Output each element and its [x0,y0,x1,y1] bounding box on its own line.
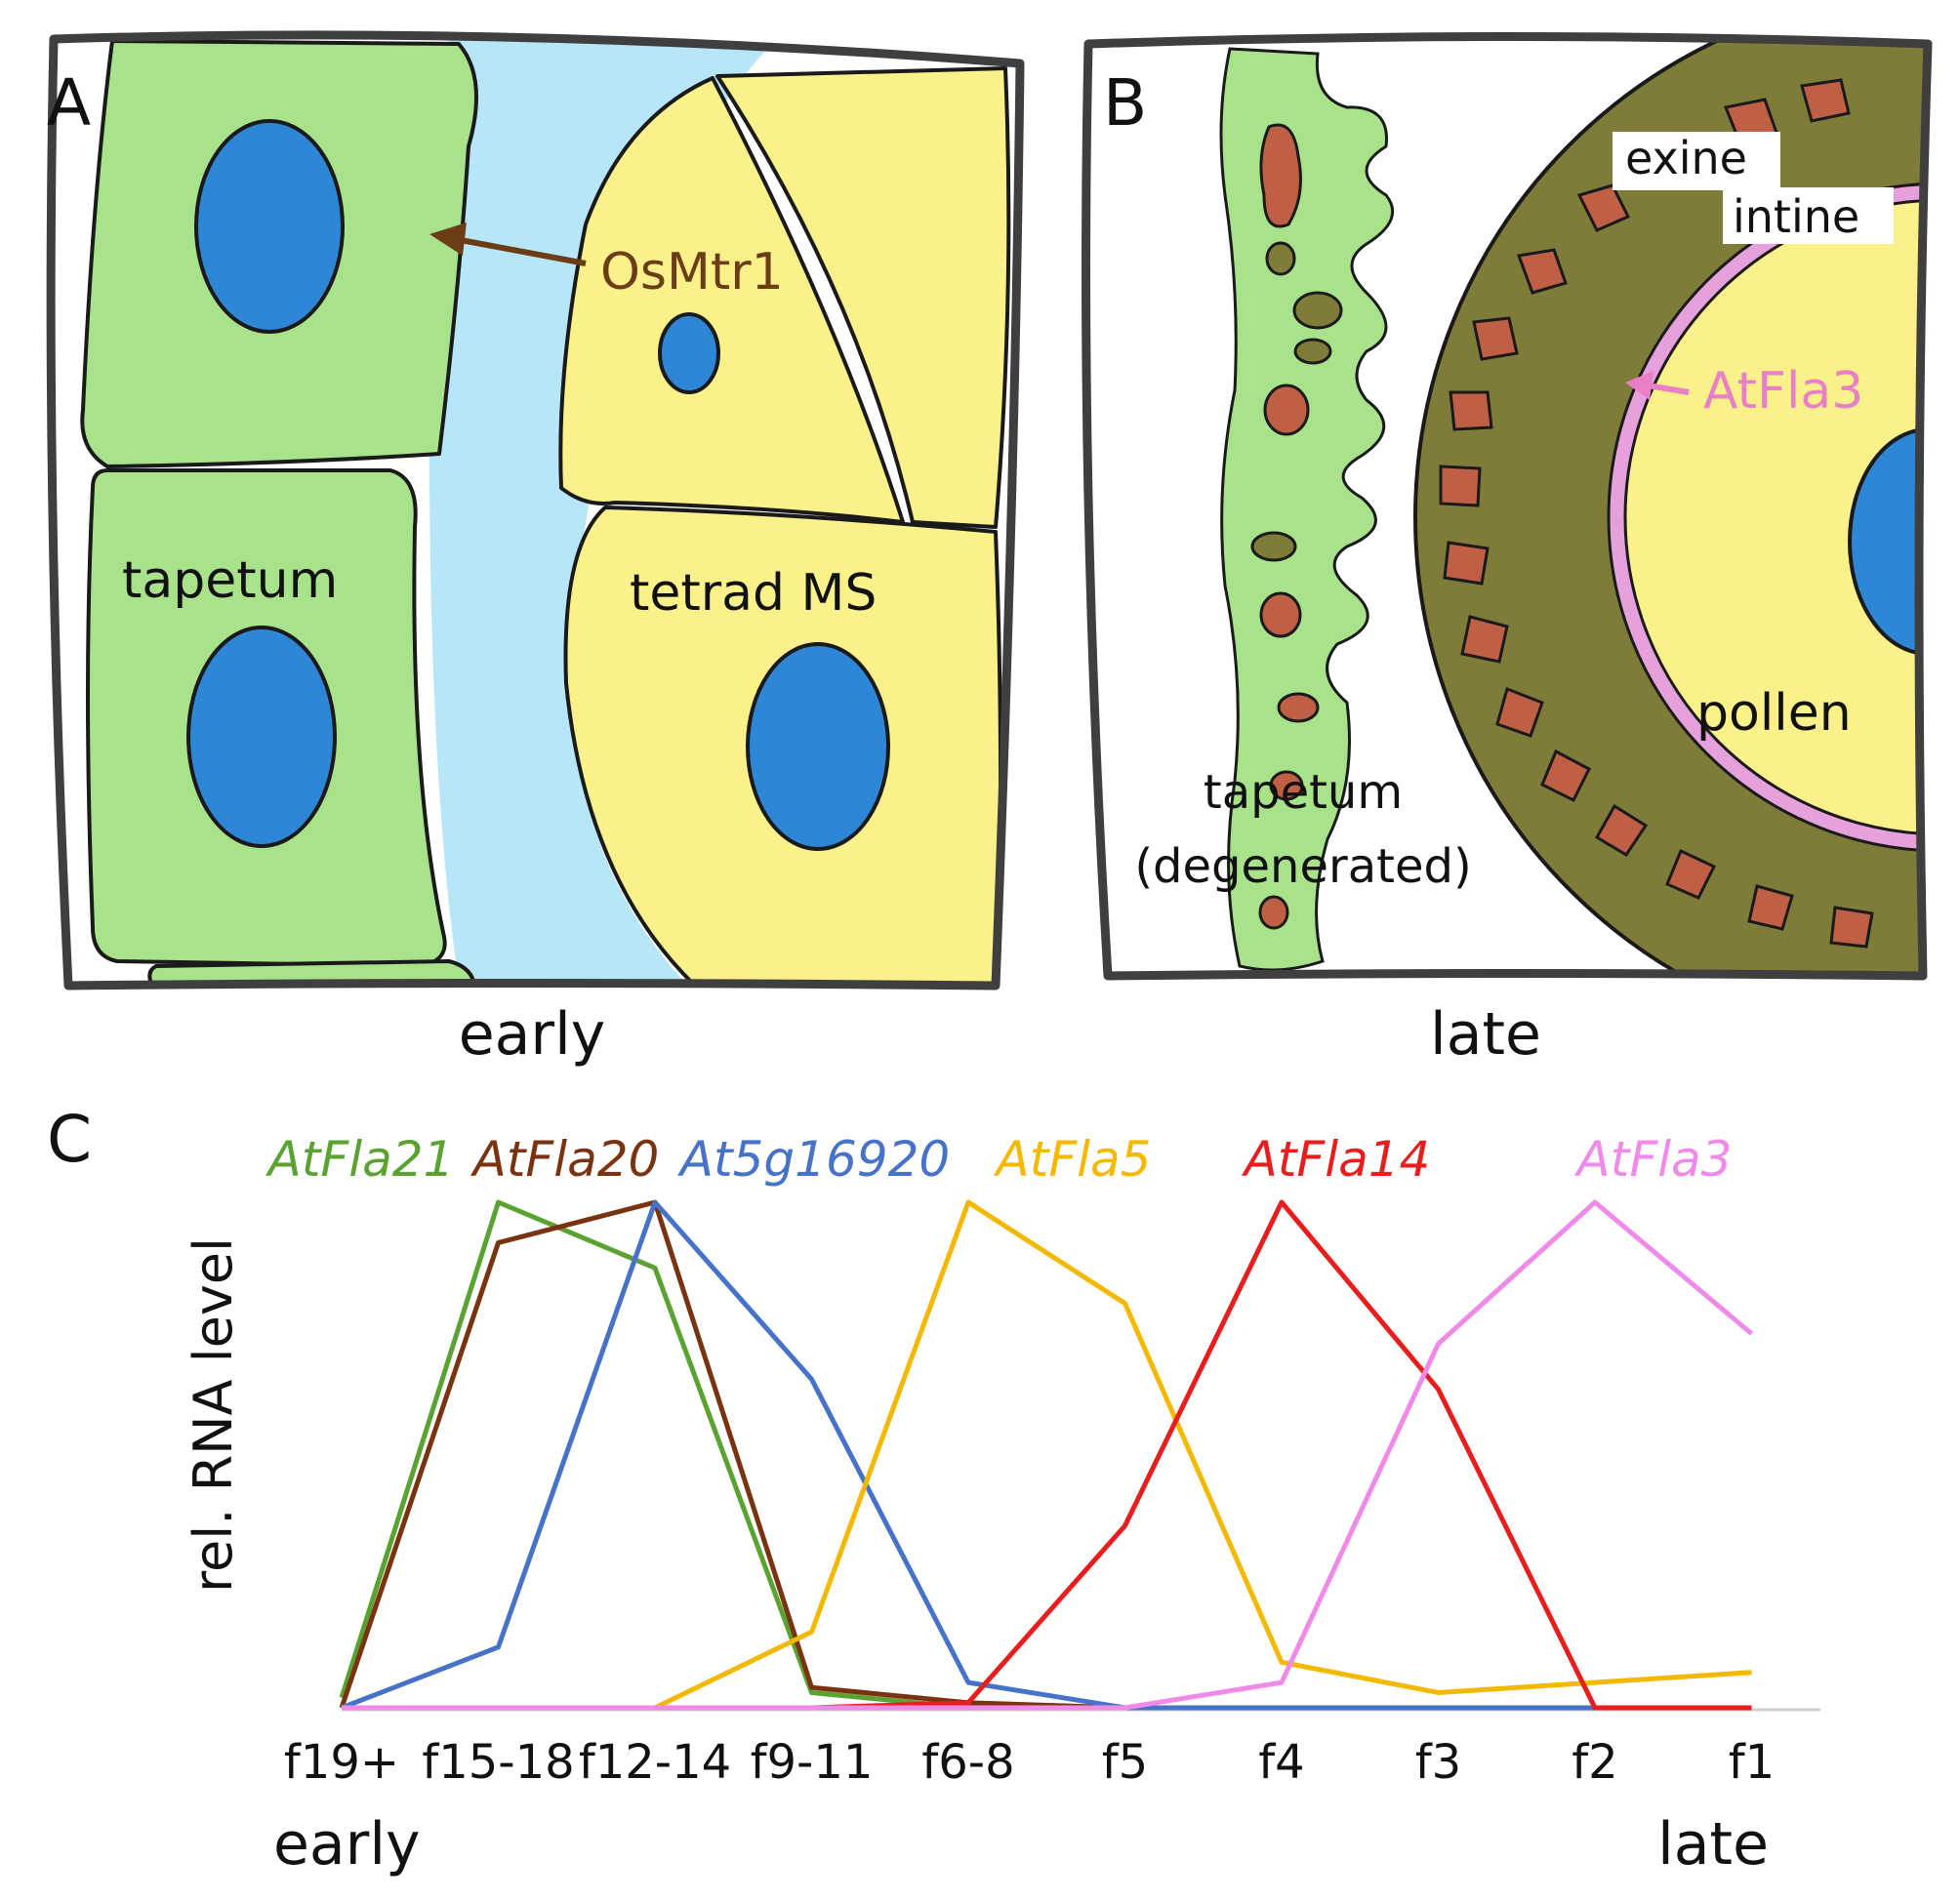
panel-a-nucleus-2 [186,626,337,848]
y-axis-label: rel. RNA level [183,1237,244,1593]
x-tick-label: f3 [1415,1735,1461,1790]
x-tick-label: f5 [1102,1735,1148,1790]
x-tick-label: f19+ [284,1735,399,1790]
panel-b-intine-label: intine [1733,190,1859,243]
panel-a-ms-label: tetrad MS [630,564,877,623]
chart-series-labels: AtFla21 AtFla20 At5g16920 AtFla5 AtFla14 AtFl… [265,1131,1733,1188]
panel-a-stage-label: early [459,1000,606,1069]
panel-b-stage-label: late [1430,1000,1541,1069]
x-tick-label: f6-8 [921,1735,1014,1790]
panel-b-tapetum-vesicles [1250,241,1343,562]
panel-a-marker-arrow [429,222,587,266]
series-label-atfla21: AtFla21 [265,1131,455,1188]
panel-b: B exine intine AtFla3 pollen tapetum (de… [1082,32,1933,1069]
panel-a-nucleus-3 [658,312,720,394]
chart-series-lines [339,1199,1754,1711]
series-label-atfla5: AtFla5 [994,1131,1152,1188]
panel-b-letter: B [1103,65,1147,141]
panel-a-locule [429,39,771,984]
panel-a-microspore-top-right [715,66,1011,529]
series-line-atfla5 [342,1199,1752,1711]
panel-a-frame [46,30,1025,990]
x-tick-label: f12-14 [579,1735,731,1790]
x-axis-start-label: early [273,1810,421,1879]
panel-b-pollen-nucleus [1848,427,1928,656]
panel-c-letter: C [47,1102,92,1177]
x-axis-end-label: late [1657,1810,1769,1879]
panel-b-marker-label: AtFla3 [1703,362,1863,421]
x-tick-label: f4 [1258,1735,1304,1790]
panel-b-pollen-body [1623,198,1928,836]
series-line-atfla21 [339,1199,1752,1711]
panel-a-nucleus-4 [746,642,890,851]
panel-a-nucleus-1 [194,119,345,334]
panel-b-intine-label-bg [1723,187,1894,244]
series-line-atfla14 [342,1199,1752,1711]
x-tick-label: f15-18 [422,1735,574,1790]
panel-b-tapetum-remnants [1258,123,1320,930]
panel-a-tapetum-label: tapetum [122,551,338,610]
series-label-atfla3: AtFla3 [1574,1131,1733,1188]
series-line-at5g16920 [341,1199,1752,1711]
panel-b-exine-label-bg [1613,132,1780,190]
panel-b-exine-label: exine [1625,132,1747,184]
panel-b-frame [1082,32,1933,981]
panel-c: C rel. RNA level AtFla21 AtFla20 At5g16920… [47,1102,1820,1879]
x-tick-label: f1 [1729,1735,1775,1790]
panel-b-tapetum-sublabel: (degenerated) [1134,839,1471,894]
panel-b-pollen-label: pollen [1696,684,1852,743]
panel-b-tapetum-label: tapetum [1204,765,1403,820]
panel-b-tapetum [1219,47,1395,972]
series-label-at5g16920: At5g16920 [677,1131,950,1188]
series-line-atfla20 [339,1199,1752,1711]
panel-a-letter: A [47,65,91,141]
panel-b-exine [1413,36,1928,976]
x-tick-label: f9-11 [751,1735,874,1790]
series-line-atfla3 [342,1199,1754,1711]
panel-b-marker-arrow [1625,371,1690,400]
panel-a: A OsMtr1 tapetum tetrad MS early [46,30,1025,1069]
series-label-atfla20: AtFla20 [470,1131,660,1188]
series-label-atfla14: AtFla14 [1242,1131,1431,1188]
panel-a-microspore-triangle [558,76,905,524]
panel-a-marker-label: OsMtr1 [600,243,784,302]
x-tick-label: f2 [1572,1735,1617,1790]
